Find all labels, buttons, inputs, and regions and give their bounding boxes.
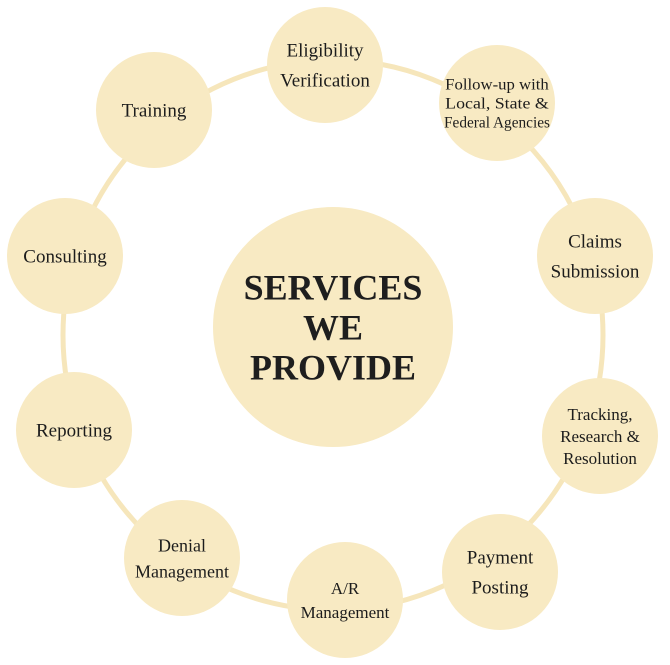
service-label-line: Submission <box>551 262 640 283</box>
service-circle <box>96 52 212 168</box>
center-title-line: PROVIDE <box>250 348 416 388</box>
service-label-line: Eligibility <box>286 41 364 62</box>
service-label-line: Verification <box>280 71 370 92</box>
service-label-line: Tracking, <box>567 405 632 424</box>
service-label-line: Management <box>301 603 390 622</box>
service-label-line: Reporting <box>36 421 112 442</box>
service-circle <box>124 500 240 616</box>
service-circle <box>542 378 658 494</box>
service-node-tracking-research-resolution: Tracking, Research & Resolution <box>542 378 658 494</box>
center-title-line: WE <box>303 308 363 348</box>
service-label-line: Payment <box>467 548 534 569</box>
service-circle <box>287 542 403 658</box>
service-label-line: Consulting <box>23 247 107 268</box>
service-node-consulting: Consulting <box>7 198 123 314</box>
center-circle <box>213 207 453 447</box>
service-label-line: Resolution <box>563 449 637 468</box>
service-label-line: Training <box>122 101 187 122</box>
service-label-line: Posting <box>471 578 529 599</box>
service-label-line: Management <box>135 561 229 581</box>
service-node-reporting: Reporting <box>16 372 132 488</box>
service-node-ar-management: A/R Management <box>287 542 403 658</box>
service-label-line: Claims <box>568 232 622 253</box>
service-label-line: Follow-up with <box>445 77 549 94</box>
service-circle <box>537 198 653 314</box>
service-circle <box>267 7 383 123</box>
service-circle <box>7 198 123 314</box>
service-circle <box>16 372 132 488</box>
service-label-line: A/R <box>331 579 360 598</box>
service-label-line: Federal Agencies <box>444 115 550 132</box>
service-node-training: Training <box>96 52 212 168</box>
center-title-line: SERVICES <box>244 268 423 308</box>
service-circle <box>439 45 555 161</box>
service-circle <box>442 514 558 630</box>
service-label-line: Denial <box>158 535 206 555</box>
service-label-line: Local, State & <box>445 96 549 113</box>
service-label-line: Research & <box>560 427 640 446</box>
